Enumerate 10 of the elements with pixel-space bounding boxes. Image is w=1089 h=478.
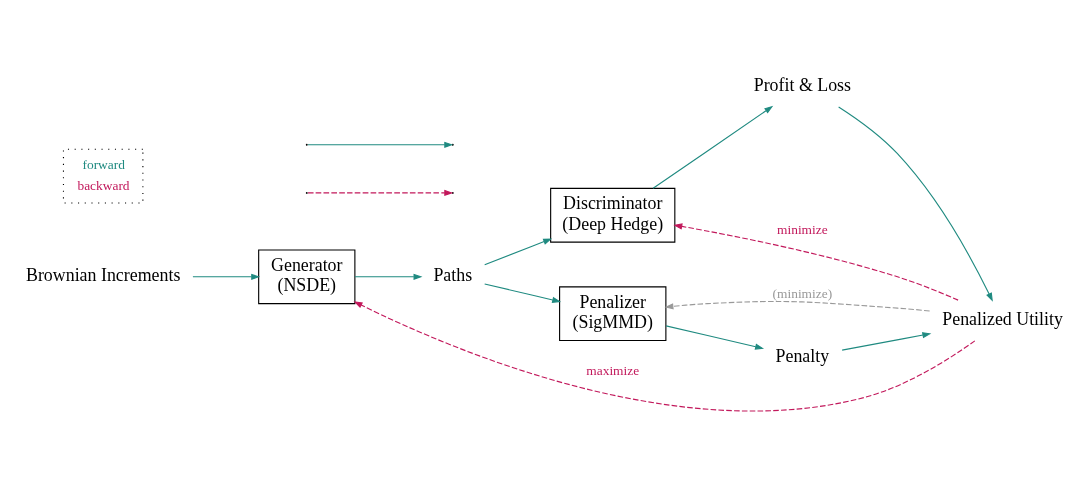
node-text: Penalty — [775, 345, 830, 366]
legend-label: forward — [82, 156, 125, 172]
legend-label: backward — [77, 178, 130, 194]
edge-label: minimize — [777, 221, 828, 237]
edge-label: (minimize) — [772, 285, 833, 301]
edge-label: maximize — [586, 362, 640, 378]
node-text: Brownian Increments — [25, 265, 181, 286]
node-text: Paths — [433, 265, 473, 286]
node-text: Profit & Loss — [753, 74, 852, 95]
node-text: Penalized Utility — [942, 308, 1063, 329]
